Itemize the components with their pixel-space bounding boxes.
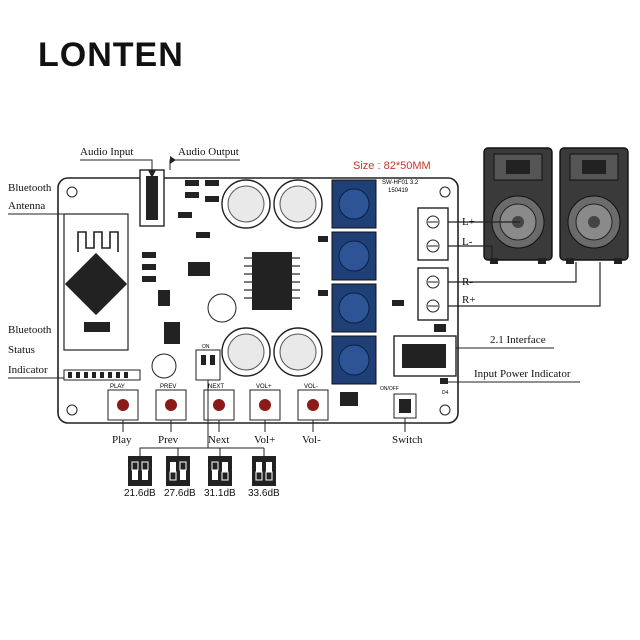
size-label: Size : (353, 160, 381, 172)
capacitor-small (151, 353, 177, 379)
silk-onoff: ON/OFF (380, 386, 399, 392)
board-code: 150419 (388, 188, 409, 194)
silk-volp: VOL+ (256, 384, 272, 390)
label-button-volm: Vol- (302, 434, 321, 446)
board-size: Size : 82*50MM (353, 160, 431, 172)
jack-core (146, 176, 158, 220)
brand-title: LONTEN (38, 36, 184, 74)
dip-switch (195, 349, 221, 381)
gain-dip-1 (128, 456, 152, 486)
bt-component (84, 322, 110, 332)
label-audio-input: Audio Input (80, 146, 134, 158)
leader-dipswitch (139, 380, 209, 456)
label-button-next: Next (208, 434, 230, 446)
mount-hole (66, 404, 78, 416)
silk-volm: VOL- (304, 384, 318, 390)
bluetooth-chip (64, 252, 128, 316)
gain-label-1: 21.6dB (124, 488, 156, 499)
capacitor-small (207, 293, 237, 323)
label-r-minus: R- (462, 276, 473, 288)
size-value: 82*50MM (383, 160, 431, 172)
gain-dip-4 (252, 456, 276, 486)
button-next (203, 389, 235, 421)
label-l-minus: L- (462, 236, 473, 248)
silk-play: PLAY (110, 384, 125, 390)
speaker-right (559, 147, 629, 264)
silk-prev: PREV (160, 384, 176, 390)
label-bt-antenna-2: Antenna (8, 200, 46, 212)
capacitor-inner (227, 185, 265, 223)
button-volm (297, 389, 329, 421)
label-bt-status-1: Bluetooth (8, 324, 52, 336)
inductor-coil (338, 188, 370, 220)
wire-l-minus (448, 245, 493, 262)
mount-hole (439, 186, 451, 198)
label-bt-status-2: Status (8, 344, 35, 356)
capacitor-inner (279, 333, 317, 371)
label-l-plus: L+ (462, 216, 475, 228)
silk-dsw: ON (202, 344, 210, 350)
label-button-prev: Prev (158, 434, 179, 446)
capacitor-inner (279, 185, 317, 223)
power-led (440, 378, 448, 384)
label-r-plus: R+ (462, 294, 476, 306)
inductor-coil (338, 344, 370, 376)
wire-r-plus (448, 262, 601, 307)
silk-led: D4 (442, 390, 449, 396)
gain-label-4: 33.6dB (248, 488, 280, 499)
capacitor-inner (227, 333, 265, 371)
label-audio-output: Audio Output (178, 146, 239, 158)
wire-r-minus (448, 262, 577, 283)
gain-dip-2 (166, 456, 190, 486)
label-bt-antenna-1: Bluetooth (8, 182, 52, 194)
label-switch: Switch (392, 434, 423, 446)
inductor-coil (338, 240, 370, 272)
gain-dip-3 (208, 456, 232, 486)
mount-hole (439, 404, 451, 416)
label-input-power-indicator: Input Power Indicator (474, 368, 571, 380)
gain-label-3: 31.1dB (204, 488, 236, 499)
antenna-trace (77, 231, 119, 252)
arrow-head (148, 170, 156, 178)
inductor-coil (338, 292, 370, 324)
button-prev (155, 389, 187, 421)
label-button-volp: Vol+ (254, 434, 276, 446)
button-play (107, 389, 139, 421)
mount-hole (66, 186, 78, 198)
label-bt-status-3: Indicator (8, 364, 48, 376)
board-model: SW-HF01 3.2 (382, 180, 419, 186)
arrow-head (170, 156, 176, 164)
amplifier-ic (252, 252, 292, 310)
gain-label-2: 27.6dB (164, 488, 196, 499)
button-volp (249, 389, 281, 421)
silk-next: NEXT (208, 384, 224, 390)
label-21-interface: 2.1 Interface (490, 334, 546, 346)
speaker-left (483, 147, 553, 264)
label-button-play: Play (112, 434, 132, 446)
